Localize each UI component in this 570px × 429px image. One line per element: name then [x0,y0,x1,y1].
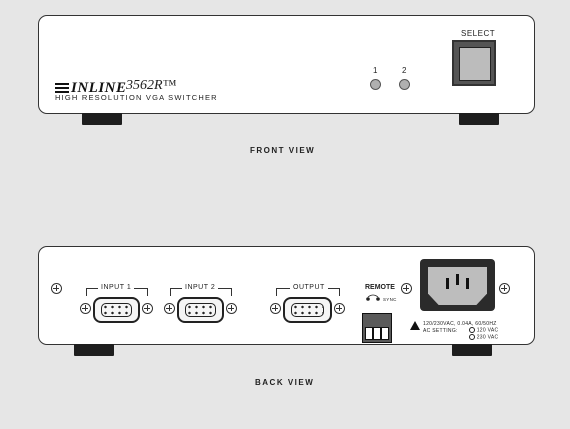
remote-terminal-block[interactable] [362,313,392,343]
select-button[interactable] [452,40,496,86]
voltage-230-label: 230 VAC [476,334,499,341]
port-screw-icon [226,303,237,314]
select-label: SELECT [461,29,496,38]
radio-120-icon[interactable] [469,327,475,333]
port-screw-icon [270,303,281,314]
panel-screw-icon [499,283,510,294]
port-screw-icon [80,303,91,314]
power-rating-text: 120/230VAC, 0.04A, 60/50HZ [423,321,497,327]
output-label: OUTPUT [290,284,328,291]
led-indicator-1 [370,79,381,90]
power-pin [466,278,469,289]
product-tagline: HIGH RESOLUTION VGA SWITCHER [55,93,218,102]
panel-screw-icon [51,283,62,294]
front-right-foot [459,113,499,125]
terminal-slot [373,327,381,340]
brand-stripe-icon [55,83,69,93]
power-pin [446,278,449,289]
back-right-foot [452,344,492,356]
power-socket [428,267,487,305]
panel-screw-icon [401,283,412,294]
led-label-2: 2 [402,66,407,75]
warning-triangle-icon [410,321,420,330]
remote-label: REMOTE [365,284,395,291]
input2-pins [185,303,216,317]
remote-sync-label: SYNC [383,297,397,302]
remote-sync-icon [366,294,380,301]
ac-power-inlet[interactable] [420,259,495,311]
output-pins [291,303,324,317]
voltage-120-label: 120 VAC [476,327,499,334]
front-left-foot [82,113,122,125]
brand-name: INLINE [71,80,127,96]
terminal-slot [381,327,389,340]
input1-pins [101,303,132,317]
power-pin [456,274,459,285]
input2-label: INPUT 2 [182,284,219,291]
model-number: 3562R™ [126,78,177,93]
brand-logo: INLINE [55,80,127,97]
port-screw-icon [334,303,345,314]
ac-setting-label: AC SETTING: [423,328,458,334]
input2-vga-port[interactable] [177,297,224,323]
input1-label: INPUT 1 [98,284,135,291]
led-label-1: 1 [373,66,378,75]
terminal-slot [365,327,373,340]
output-vga-port[interactable] [283,297,332,323]
radio-230-icon[interactable] [469,334,475,340]
led-indicator-2 [399,79,410,90]
back-left-foot [74,344,114,356]
port-screw-icon [142,303,153,314]
voltage-option-230[interactable]: 230 VAC [469,334,498,340]
input1-vga-port[interactable] [93,297,140,323]
voltage-option-120[interactable]: 120 VAC [469,327,498,333]
front-view-caption: FRONT VIEW [250,146,316,155]
back-view-caption: BACK VIEW [255,378,315,387]
select-button-face[interactable] [459,47,491,81]
port-screw-icon [164,303,175,314]
